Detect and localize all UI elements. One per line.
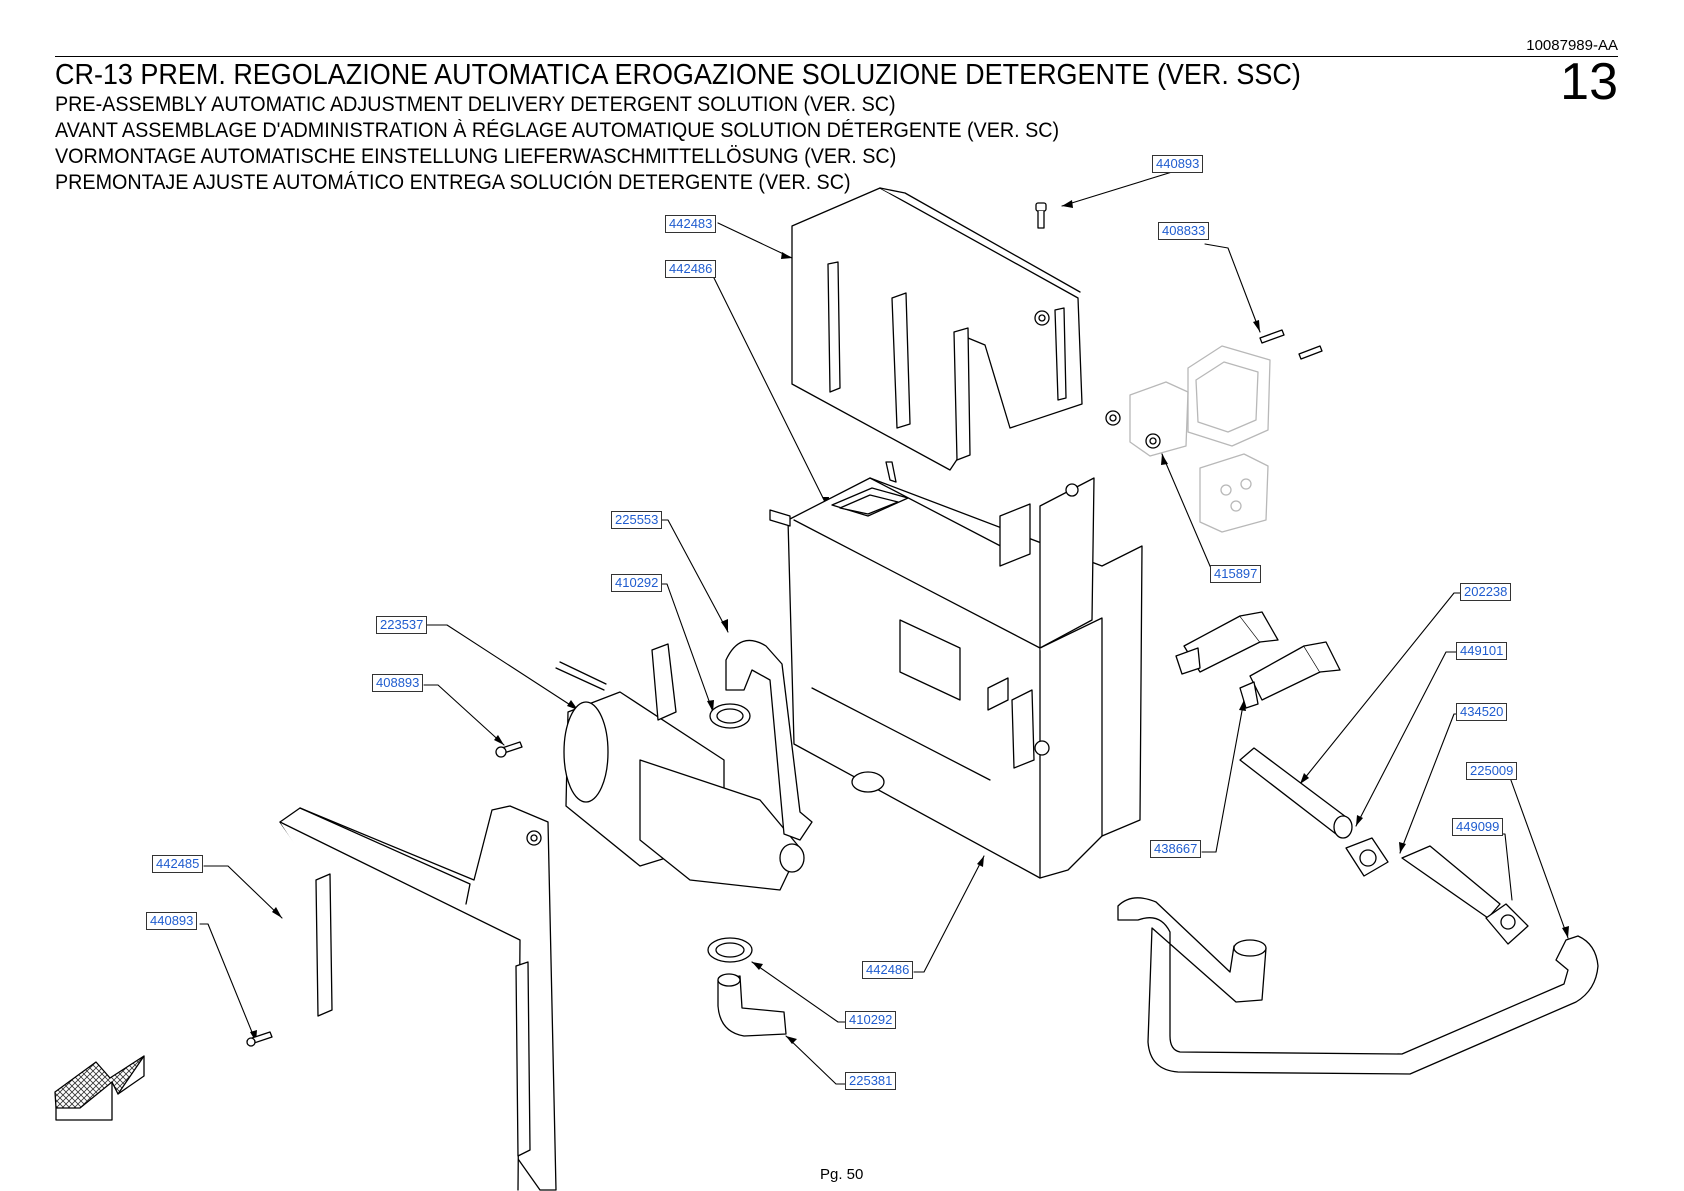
callout-223537[interactable]: 223537 — [376, 616, 428, 634]
orientation-arrow-icon — [54, 1055, 145, 1121]
callout-415897[interactable]: 415897 — [1210, 565, 1262, 583]
callout-438667[interactable]: 438667 — [1150, 840, 1202, 858]
callout-442485[interactable]: 442485 — [152, 855, 204, 873]
side-cover-part — [279, 805, 557, 1191]
quick-connectors — [1175, 611, 1341, 709]
callout-440893-top[interactable]: 440893 — [1152, 155, 1204, 173]
screw-pair-part — [1259, 329, 1323, 360]
header-rule — [55, 56, 1618, 57]
callout-408893[interactable]: 408893 — [372, 674, 424, 692]
title-spanish: PREMONTAJE AJUSTE AUTOMÁTICO ENTREGA SOL… — [55, 171, 851, 194]
callout-410292-top[interactable]: 410292 — [611, 574, 663, 592]
title-german: VORMONTAGE AUTOMATISCHE EINSTELLUNG LIEF… — [55, 145, 897, 168]
small-screws — [246, 741, 523, 1047]
ghost-connector — [1129, 345, 1271, 533]
callout-202238[interactable]: 202238 — [1460, 583, 1512, 601]
straight-pipe — [1239, 747, 1353, 839]
page-label: Pg. 50 — [820, 1166, 864, 1183]
hose-part — [725, 639, 813, 841]
callout-225009[interactable]: 225009 — [1466, 762, 1518, 780]
callout-434520[interactable]: 434520 — [1456, 703, 1508, 721]
callout-408833[interactable]: 408833 — [1158, 222, 1210, 240]
callout-442483[interactable]: 442483 — [665, 215, 717, 233]
title-french: AVANT ASSEMBLAGE D'ADMINISTRATION À RÉGL… — [55, 119, 1060, 142]
title-block: CR-13 PREM. REGOLAZIONE AUTOMATICA EROGA… — [55, 58, 1395, 196]
callout-410292-bottom[interactable]: 410292 — [845, 1011, 897, 1029]
callout-442486-bottom[interactable]: 442486 — [862, 961, 914, 979]
callout-225381[interactable]: 225381 — [845, 1072, 897, 1090]
callout-449101[interactable]: 449101 — [1456, 642, 1508, 660]
title-italian: CR-13 PREM. REGOLAZIONE AUTOMATICA EROGA… — [55, 59, 1301, 91]
callout-449099[interactable]: 449099 — [1452, 818, 1504, 836]
document-code: 10087989-AA — [1526, 37, 1618, 54]
pipe-fittings — [1345, 837, 1529, 945]
page-number: 13 — [1560, 53, 1618, 111]
pump-valve-part — [555, 643, 805, 891]
main-box-housing — [769, 461, 1143, 879]
hose-clamps — [707, 703, 885, 963]
nut-parts — [1105, 410, 1161, 449]
callout-442486-top[interactable]: 442486 — [665, 260, 717, 278]
callout-225553[interactable]: 225553 — [611, 511, 663, 529]
title-english: PRE-ASSEMBLY AUTOMATIC ADJUSTMENT DELIVE… — [55, 93, 896, 116]
top-cover-part — [791, 187, 1083, 471]
callout-440893-bottom[interactable]: 440893 — [146, 912, 198, 930]
elbow-part — [717, 973, 787, 1037]
long-hose-part — [1117, 897, 1599, 1075]
top-screw-part — [1035, 202, 1047, 229]
